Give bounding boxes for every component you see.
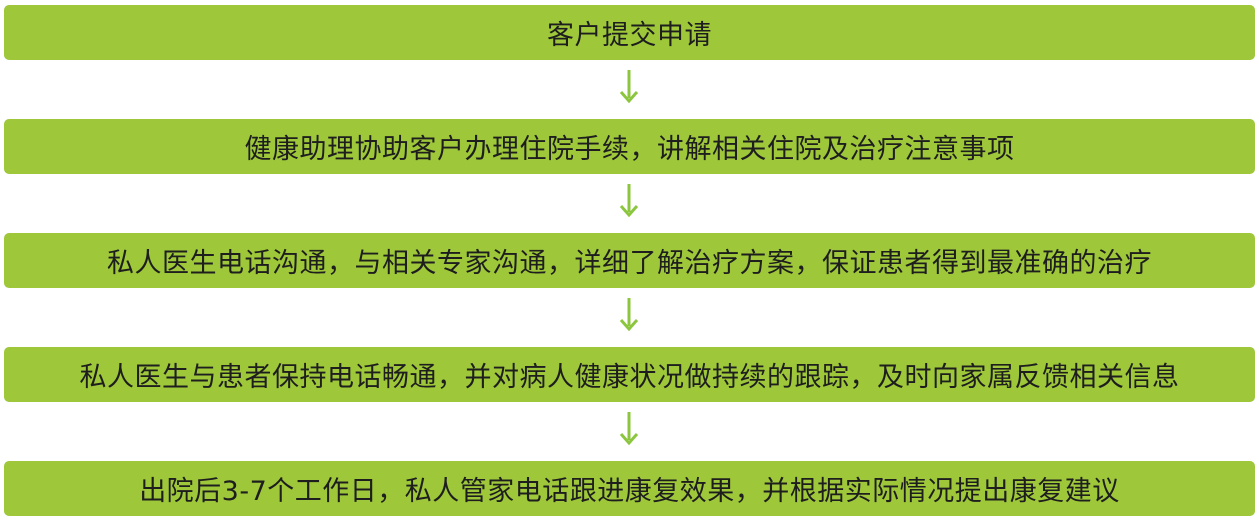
step-doctor-communication: 私人医生电话沟通，与相关专家沟通，详细了解治疗方案，保证患者得到最准确的治疗 <box>4 233 1255 288</box>
step-health-tracking: 私人医生与患者保持电话畅通，并对病人健康状况做持续的跟踪，及时向家属反馈相关信息 <box>4 347 1255 402</box>
step-submit-application: 客户提交申请 <box>4 5 1255 60</box>
step-label: 私人医生与患者保持电话畅通，并对病人健康状况做持续的跟踪，及时向家属反馈相关信息 <box>79 362 1180 393</box>
step-hospital-admission: 健康助理协助客户办理住院手续，讲解相关住院及治疗注意事项 <box>4 119 1255 174</box>
arrow-down-icon <box>619 298 639 332</box>
arrow-down-icon <box>619 412 639 446</box>
step-label: 出院后3-7个工作日，私人管家电话跟进康复效果，并根据实际情况提出康复建议 <box>139 476 1120 507</box>
arrow-down-icon <box>619 184 639 218</box>
step-recovery-followup: 出院后3-7个工作日，私人管家电话跟进康复效果，并根据实际情况提出康复建议 <box>4 461 1255 516</box>
step-label: 健康助理协助客户办理住院手续，讲解相关住院及治疗注意事项 <box>244 134 1015 165</box>
step-label: 客户提交申请 <box>547 20 712 51</box>
step-label: 私人医生电话沟通，与相关专家沟通，详细了解治疗方案，保证患者得到最准确的治疗 <box>107 248 1152 279</box>
arrow-down-icon <box>619 70 639 104</box>
